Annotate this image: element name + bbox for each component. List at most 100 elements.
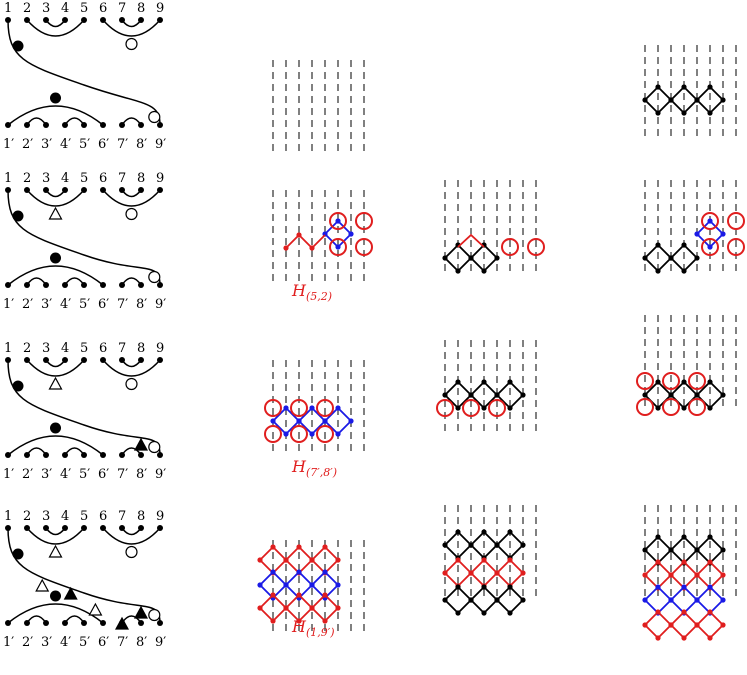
lattice-node (694, 97, 700, 103)
lattice-node (455, 584, 461, 590)
black-dot (50, 590, 61, 602)
lattice-node (655, 405, 661, 411)
lattice-node (668, 572, 674, 578)
red-ring (501, 238, 519, 256)
red-path (285, 233, 326, 250)
lattice-node (642, 622, 648, 628)
lattice-node (720, 231, 726, 237)
lattice-node (296, 544, 302, 550)
top-arc (121, 527, 142, 536)
bottom-label: 5′ (79, 467, 90, 482)
lattice-node (296, 418, 302, 424)
top-arc (26, 19, 85, 37)
bottom-label: 8′ (136, 467, 147, 482)
lattice-node (707, 405, 713, 411)
lattice-node (520, 570, 526, 576)
black-dot (12, 210, 24, 222)
lattice-panel-h52 (272, 190, 373, 285)
top-label: 1 (4, 1, 12, 16)
top-label: 2 (23, 509, 31, 524)
lattice-node (681, 379, 687, 385)
red-ring (636, 372, 654, 390)
lattice-node (296, 592, 302, 598)
bottom-arc (64, 117, 85, 126)
top-label: 9 (156, 509, 164, 524)
red-ring (290, 425, 308, 443)
top-label: 6 (99, 341, 107, 356)
lattice-node (442, 392, 448, 398)
heap-label-1-9p: H(1,9′) (291, 617, 335, 639)
bottom-label: 9′ (155, 137, 166, 152)
lattice-node (642, 255, 648, 261)
lattice-node (481, 268, 487, 274)
red-ring (290, 399, 308, 417)
bottom-label: 2′ (22, 635, 33, 650)
bottom-arc (26, 277, 47, 286)
lattice-node (694, 547, 700, 553)
lattice-node (681, 609, 687, 615)
lattice-node (507, 557, 513, 563)
bottom-label: 3′ (41, 467, 52, 482)
lattice-node (707, 244, 713, 250)
lattice-node (720, 547, 726, 553)
lattice-node (668, 97, 674, 103)
top-label: 5 (80, 341, 88, 356)
top-label: 6 (99, 171, 107, 186)
white-dot (125, 545, 138, 559)
lattice-node (309, 557, 315, 563)
lattice-node (309, 605, 315, 611)
lattice-node (481, 529, 487, 535)
lattice-node (494, 392, 500, 398)
black-dot (12, 548, 24, 560)
lattice-node (335, 244, 341, 250)
white-dot (148, 110, 161, 124)
bottom-label: 8′ (136, 297, 147, 312)
lattice-node (335, 582, 341, 588)
lattice-node (694, 572, 700, 578)
bottom-label: 4′ (60, 635, 71, 650)
top-label: 9 (156, 171, 164, 186)
lattice-node (655, 242, 661, 248)
red-ring (701, 212, 719, 230)
top-label: 1 (4, 341, 12, 356)
lattice-node (507, 610, 513, 616)
top-arc (121, 19, 142, 28)
lattice-node (655, 609, 661, 615)
lattice-node (655, 534, 661, 540)
lattice-node (655, 268, 661, 274)
lattice-panel-right4 (642, 505, 737, 641)
red-ring (701, 238, 719, 256)
bottom-label: 1′ (3, 467, 14, 482)
lattice-node (681, 242, 687, 248)
lattice-node (296, 618, 302, 624)
lattice-node (309, 582, 315, 588)
top-label: 4 (61, 171, 69, 186)
bottom-label: 9′ (155, 635, 166, 650)
top-label: 9 (156, 1, 164, 16)
red-ring (462, 399, 480, 417)
red-node (283, 245, 289, 251)
bottom-label: 3′ (41, 635, 52, 650)
lattice-diamond (669, 610, 699, 640)
lattice-node (455, 268, 461, 274)
white-triangle (48, 376, 63, 390)
bottom-arc (64, 615, 85, 624)
bottom-label: 4′ (60, 467, 71, 482)
lattice-node (694, 622, 700, 628)
top-label: 6 (99, 1, 107, 16)
lattice-node (694, 597, 700, 603)
lattice-node (481, 584, 487, 590)
heap-label-5-2: H(5,2) (291, 281, 332, 303)
top-label: 3 (42, 509, 50, 524)
bottom-arc (26, 615, 47, 624)
red-ring (727, 212, 745, 230)
lattice-panel-h78 (264, 360, 365, 455)
bottom-arc (7, 435, 104, 456)
lattice-node (707, 84, 713, 90)
top-label: 7 (118, 171, 126, 186)
red-ring (662, 372, 680, 390)
lattice-node (322, 618, 328, 624)
lattice-node (468, 392, 474, 398)
